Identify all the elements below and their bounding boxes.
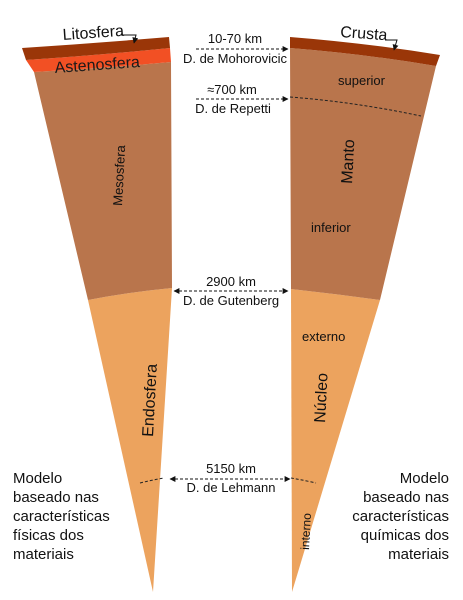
crusta-pointer — [385, 39, 399, 51]
left-caption-line: características — [13, 508, 110, 525]
lehmann-depth: 5150 km — [206, 461, 256, 476]
astenosfera-layer — [26, 48, 171, 72]
endosfera-layer — [88, 288, 172, 592]
lehmann-boundary-right — [290, 477, 317, 484]
mohorovicic-name: D. de Mohorovicic — [183, 51, 288, 66]
boundary-repetti: ≈700 km D. de Repetti — [195, 82, 289, 116]
inferior-label: inferior — [311, 220, 351, 235]
lehmann-boundary-left — [139, 477, 165, 484]
right-caption-line: características — [352, 508, 449, 525]
boundary-mohorovicic: 10-70 km D. de Mohorovicic — [183, 31, 289, 66]
mohorovicic-depth: 10-70 km — [208, 31, 262, 46]
repetti-boundary-right — [289, 96, 422, 117]
externo-label: externo — [302, 329, 345, 344]
litosfera-pointer — [121, 34, 139, 44]
right-caption-line: baseado nas — [363, 489, 449, 506]
mesosfera-label: Mesosfera — [110, 144, 128, 206]
left-caption-line: baseado nas — [13, 489, 99, 506]
interno-label: interno — [298, 512, 314, 550]
manto-label: Manto — [339, 139, 358, 184]
left-caption-line: físicas dos — [13, 527, 84, 544]
left-wedge — [22, 37, 172, 592]
repetti-depth: ≈700 km — [207, 82, 257, 97]
gutenberg-name: D. de Gutenberg — [183, 293, 279, 308]
litosfera-label: Litosfera — [62, 23, 125, 44]
repetti-name: D. de Repetti — [195, 101, 271, 116]
superior-label: superior — [338, 73, 386, 88]
right-caption: Modelo baseado nas características quími… — [352, 469, 449, 564]
endosfera-label: Endosfera — [140, 363, 161, 437]
mesosfera-layer — [34, 62, 172, 300]
boundary-lehmann: 5150 km D. de Lehmann — [169, 461, 291, 495]
nucleo-layer — [291, 289, 380, 592]
crusta-layer — [290, 37, 440, 66]
right-caption-line: Modelo — [399, 470, 449, 487]
lehmann-name: D. de Lehmann — [187, 480, 276, 495]
left-caption-line: materiais — [13, 546, 74, 563]
boundary-gutenberg: 2900 km D. de Gutenberg — [173, 274, 289, 308]
right-caption-line: materiais — [388, 546, 449, 563]
left-caption-line: Modelo — [13, 470, 63, 487]
manto-layer — [290, 48, 436, 300]
right-caption-line: químicas dos — [360, 527, 449, 544]
right-wedge — [289, 37, 440, 592]
gutenberg-depth: 2900 km — [206, 274, 256, 289]
nucleo-label: Núcleo — [312, 372, 332, 423]
astenosfera-label: Astenosfera — [54, 54, 140, 77]
crusta-label: Crusta — [340, 24, 388, 44]
left-caption: Modelo baseado nas características físic… — [13, 469, 110, 564]
